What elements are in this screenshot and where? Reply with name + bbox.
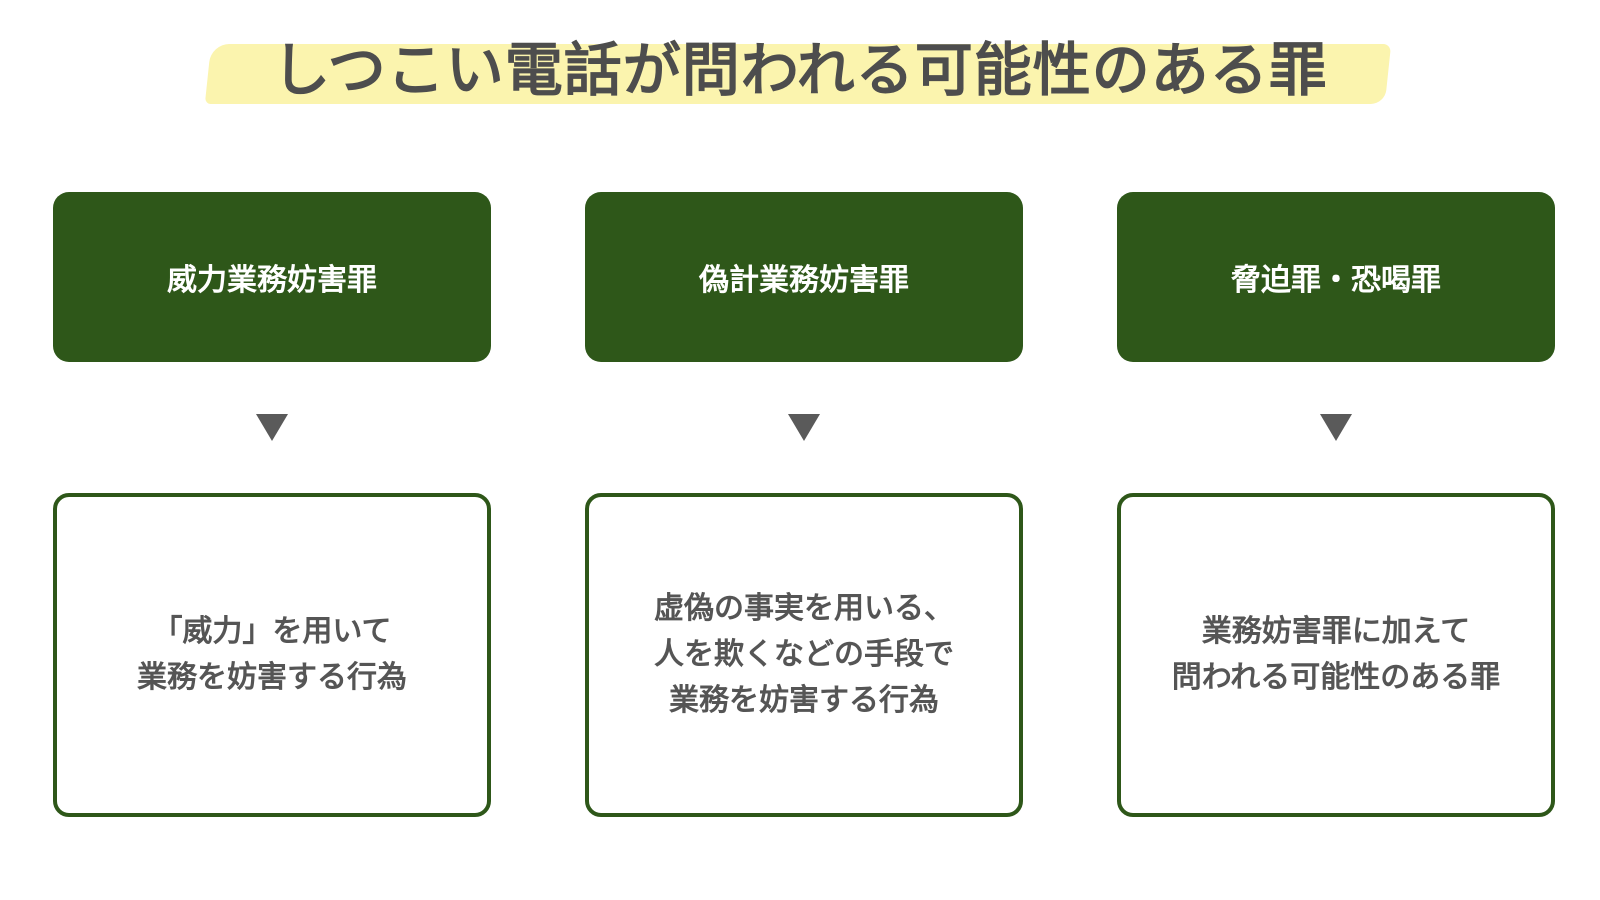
crime-column-3: 脅迫罪・恐喝罪 業務妨害罪に加えて 問われる可能性のある罪: [1117, 192, 1555, 817]
description-line: 業務妨害罪に加えて: [1201, 614, 1471, 649]
description-line: 虚偽の事実を用いる、: [654, 591, 954, 626]
title-area: しつこい電話が問われる可能性のある罪: [0, 30, 1600, 110]
crime-column-2: 偽計業務妨害罪 虚偽の事実を用いる、 人を欺くなどの手段で 業務を妨害する行為: [585, 192, 1023, 817]
crime-header-box: 脅迫罪・恐喝罪: [1117, 192, 1555, 362]
crime-description-box: 業務妨害罪に加えて 問われる可能性のある罪: [1117, 493, 1555, 817]
down-arrow-icon: [256, 414, 288, 441]
description-line: 「威力」を用いて: [152, 614, 392, 649]
crime-header-box: 偽計業務妨害罪: [585, 192, 1023, 362]
crime-description-box: 虚偽の事実を用いる、 人を欺くなどの手段で 業務を妨害する行為: [585, 493, 1023, 817]
crime-header-label: 偽計業務妨害罪: [699, 263, 909, 298]
crime-column-1: 威力業務妨害罪 「威力」を用いて 業務を妨害する行為: [53, 192, 491, 817]
crime-header-label: 脅迫罪・恐喝罪: [1231, 263, 1441, 298]
description-line: 業務を妨害する行為: [137, 660, 407, 695]
crime-header-box: 威力業務妨害罪: [53, 192, 491, 362]
crime-header-label: 威力業務妨害罪: [167, 263, 377, 298]
description-line: 業務を妨害する行為: [669, 683, 939, 718]
page-title: しつこい電話が問われる可能性のある罪: [272, 36, 1328, 104]
crime-description-box: 「威力」を用いて 業務を妨害する行為: [53, 493, 491, 817]
down-arrow-icon: [1320, 414, 1352, 441]
description-line: 問われる可能性のある罪: [1171, 660, 1501, 695]
down-arrow-icon: [788, 414, 820, 441]
description-line: 人を欺くなどの手段で: [654, 637, 954, 672]
